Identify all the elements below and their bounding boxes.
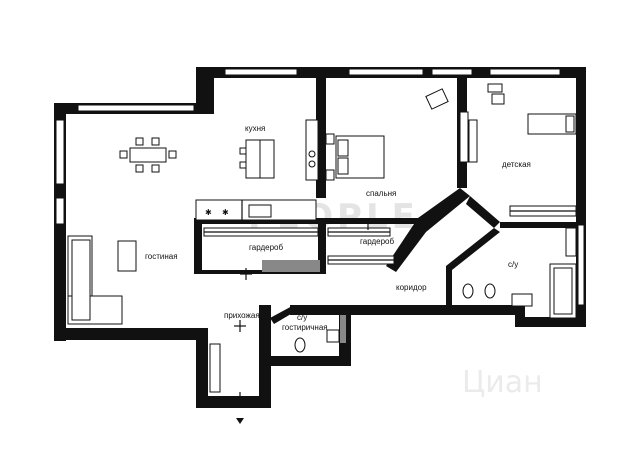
wardrobe-rail-kids	[509, 205, 577, 217]
wardrobe-rail-2	[327, 227, 395, 265]
guest-toilet-icon	[294, 337, 306, 353]
kids-door-frame	[468, 119, 478, 163]
label-kids-room: детская	[502, 160, 531, 169]
label-guest-wc-2: гостиричная	[282, 323, 328, 332]
kitchen-island	[239, 139, 275, 179]
guest-sink-icon	[326, 329, 340, 343]
guest-wc-panel	[340, 315, 346, 343]
bidet-icon	[484, 283, 496, 299]
label-living-room: гостиная	[145, 252, 178, 261]
kitchen-counter	[195, 119, 319, 221]
kids-chair	[491, 93, 505, 105]
label-wardrobe-2: гардероб	[360, 237, 394, 246]
door-markers	[234, 218, 369, 424]
label-guest-wc-1: с/у	[297, 313, 307, 322]
bed	[325, 133, 385, 181]
bedroom-window-frame	[459, 111, 469, 163]
hall-wardrobe	[209, 343, 221, 393]
kids-desk	[487, 83, 503, 93]
sink-icon	[511, 293, 533, 307]
bathtub	[549, 263, 577, 319]
bathroom-shelf	[565, 227, 577, 257]
label-bedroom: спальня	[366, 189, 396, 198]
label-corridor: коридор	[396, 283, 427, 292]
toilet-icon	[462, 283, 474, 299]
label-kitchen: кухня	[245, 124, 265, 133]
armchair	[425, 88, 449, 110]
watermark-site: Циан	[462, 365, 543, 400]
stove-icon-2: ✱	[222, 208, 229, 217]
wardrobe-rail-1	[203, 227, 319, 237]
label-bathroom: с/у	[508, 260, 518, 269]
label-hall: прихожая	[224, 311, 260, 320]
kids-bed	[527, 113, 577, 135]
coffee-table	[117, 240, 137, 272]
dining-table	[119, 137, 177, 173]
sofa	[67, 235, 123, 325]
label-wardrobe-1: гардероб	[249, 243, 283, 252]
stove-icon: ✱	[205, 208, 212, 217]
